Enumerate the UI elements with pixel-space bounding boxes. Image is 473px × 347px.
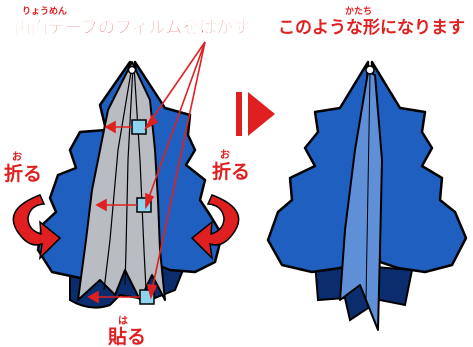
stick-label: 貼る	[108, 325, 146, 347]
title-right-ruby: かたち	[345, 6, 372, 17]
right-tree	[266, 60, 468, 331]
title-right: このような形になります	[278, 17, 465, 38]
fold-right-label: 折る	[212, 161, 250, 183]
fold-arrow-right	[190, 194, 240, 261]
right-tree-hole	[365, 65, 375, 75]
pointer-arrows	[87, 41, 206, 304]
text-labels: りょうめん 両面テープのフィルムをはがす かたち このような形になります お 折…	[4, 6, 465, 347]
left-tree-hole	[127, 65, 137, 75]
tape-square-top	[131, 119, 147, 135]
fold-left-ruby: お	[12, 151, 22, 163]
fold-left-label: 折る	[4, 163, 42, 185]
fold-arrows	[12, 194, 240, 261]
title-left-ruby: りょうめん	[22, 6, 67, 17]
right-tree-left-half	[266, 60, 370, 274]
title-left: 両面テープのフィルムをはがす	[14, 17, 250, 38]
stick-ruby: は	[118, 315, 128, 327]
left-tree	[36, 60, 224, 309]
next-step-triangle	[236, 92, 275, 136]
right-tree-center-panel	[339, 71, 383, 331]
right-tree-right-half	[370, 60, 468, 274]
fold-arrow-left	[12, 194, 62, 261]
fold-right-ruby: お	[220, 149, 230, 161]
